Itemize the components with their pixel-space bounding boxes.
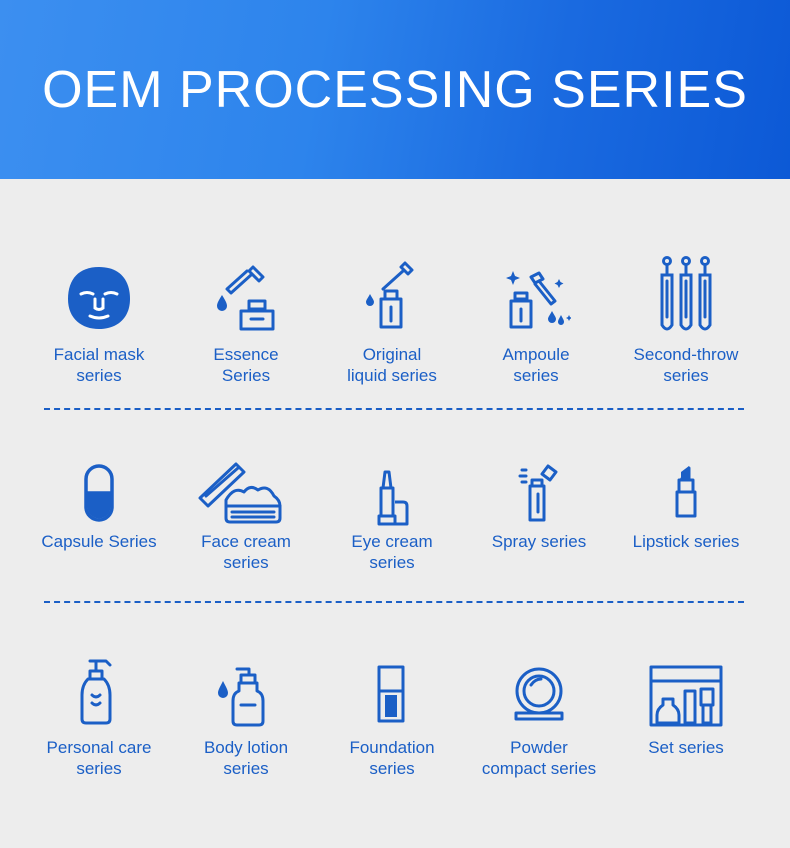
compact-mirror-icon [504,663,574,733]
tubes-icon [651,255,721,335]
series-label: Spray series [464,531,614,552]
label-line-1: Powder [510,738,568,757]
series-label: Essence Series [171,344,321,386]
foundation-bottle-icon [357,663,427,733]
label-line-2: series [223,553,269,572]
section-divider [44,408,744,410]
label-line-1: Body lotion [203,738,289,757]
dropper-bottle-icon [211,261,281,331]
gift-set-icon [647,663,725,733]
cream-jar-icon [196,458,286,528]
series-label: Capsule Series [24,531,174,552]
label-line-1: Capsule Series [41,532,157,551]
section-divider [44,601,744,603]
liquid-bottle-icon [357,259,427,329]
series-label: Original liquid series [317,344,467,386]
series-label: Face cream series [171,531,321,573]
label-line-2: liquid series [347,366,437,385]
lotion-pump-icon [211,661,281,731]
label-line-2: series [223,759,269,778]
series-label: Facial mask series [24,344,174,386]
label-line-1: Spray series [491,532,587,551]
label-line-1: Facial mask [53,345,145,364]
series-label: Foundation series [317,737,467,779]
label-line-2: series [663,366,709,385]
label-line-1: Original [362,345,422,364]
series-label: Ampoule series [461,344,611,386]
face-mask-icon [64,263,134,333]
series-label: Body lotion series [171,737,321,779]
label-line-1: Ampoule [502,345,570,364]
lipstick-icon [651,462,721,532]
label-line-1: Personal care [46,738,152,757]
label-line-1: Essence [213,345,279,364]
label-line-1: Eye cream [351,532,433,551]
capsule-icon [64,460,134,530]
series-label: Personal care series [24,737,174,779]
page-title: OEM PROCESSING SERIES [42,60,748,119]
label-line-2: series [76,366,122,385]
label-line-1: Foundation [349,738,435,757]
label-line-2: series [369,759,415,778]
label-line-2: series [513,366,559,385]
label-line-2: Series [221,366,271,385]
label-line-2: compact series [481,759,597,778]
spray-bottle-icon [504,460,574,530]
label-line-1: Second-throw [633,345,739,364]
pump-bottle-icon [64,657,134,727]
series-label: Powder compact series [464,737,614,779]
label-line-1: Set series [648,738,724,757]
label-line-1: Lipstick series [632,532,740,551]
series-label: Second-throw series [611,344,761,386]
series-label: Lipstick series [611,531,761,552]
series-label: Eye cream series [317,531,467,573]
label-line-2: series [76,759,122,778]
series-label: Set series [611,737,761,758]
label-line-2: series [369,553,415,572]
label-line-1: Face cream [201,532,291,551]
header-banner: OEM PROCESSING SERIES [0,0,790,179]
ampoule-icon [501,263,571,333]
eye-cream-tube-icon [357,466,427,536]
